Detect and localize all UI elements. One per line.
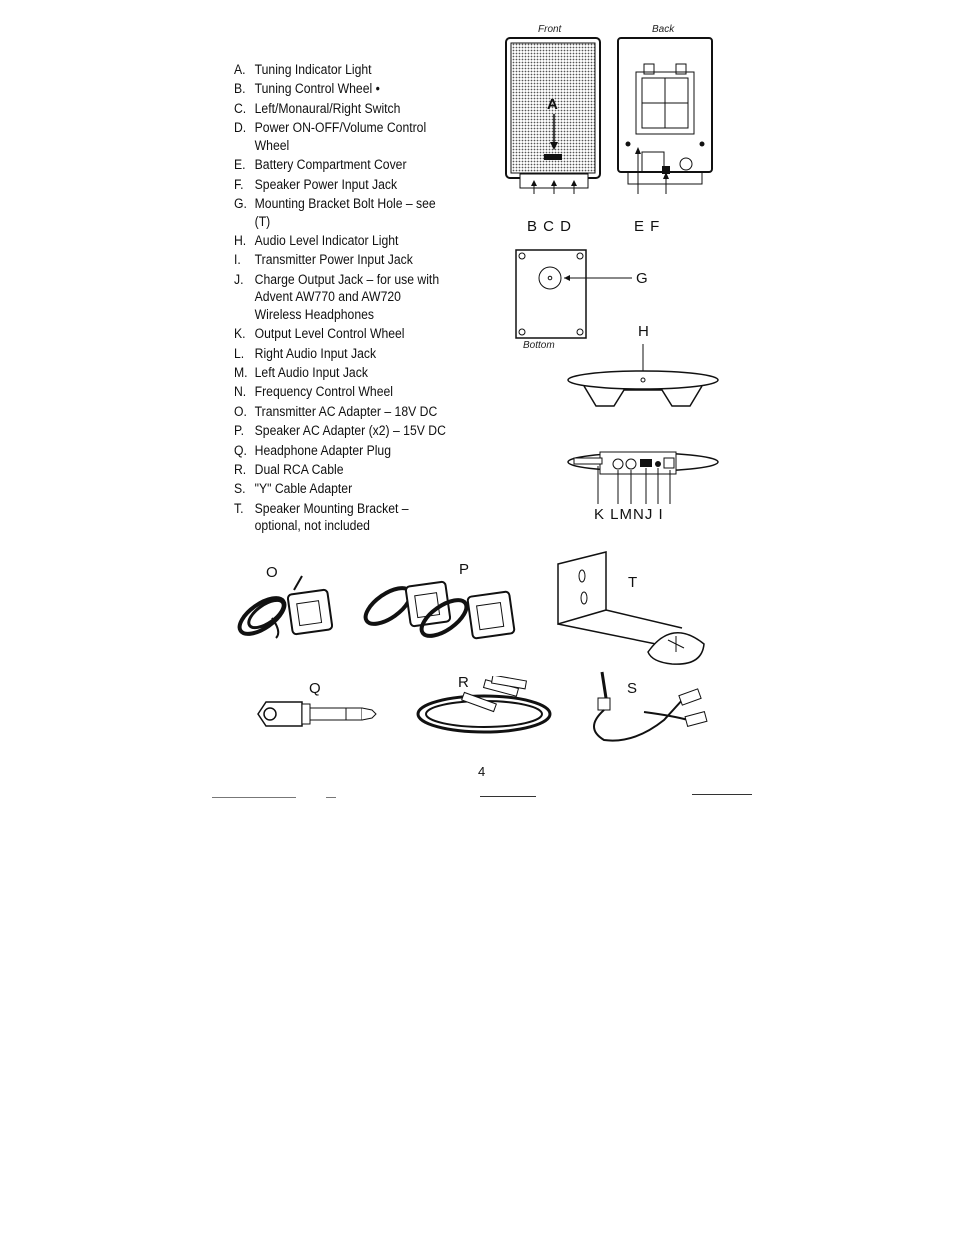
parts-list-item: K. Output Level Control Wheel: [234, 326, 449, 344]
back-caption: Back: [652, 24, 675, 35]
speaker-bottom-figure: [515, 249, 632, 339]
parts-list-item: Q. Headphone Adapter Plug: [234, 443, 449, 461]
part-letter: N.: [234, 384, 247, 401]
part-letter: Q.: [234, 442, 247, 459]
parts-list-item: S. "Y" Cable Adapter: [234, 481, 449, 499]
bottom-rule-right: [692, 794, 752, 795]
parts-list-item: C. Left/Monaural/Right Switch: [234, 101, 449, 119]
part-letter: G.: [234, 195, 247, 212]
part-letter: R.: [234, 462, 247, 479]
parts-list-item: D. Power ON-OFF/Volume Control Wheel: [234, 120, 449, 155]
part-letter: T.: [234, 500, 244, 517]
label-ef: E F: [634, 218, 661, 235]
label-klmnji: K LMNJ I: [594, 506, 664, 523]
part-letter: F.: [234, 176, 244, 193]
part-description: Battery Compartment Cover: [254, 157, 407, 174]
label-g: G: [636, 270, 649, 287]
part-description: Right Audio Input Jack: [254, 345, 377, 362]
part-description: Left Audio Input Jack: [254, 365, 368, 382]
part-letter: O.: [234, 403, 247, 420]
parts-list-item: H. Audio Level Indicator Light: [234, 233, 449, 251]
part-letter: H.: [234, 232, 247, 249]
part-description: Tuning Indicator Light: [254, 62, 372, 78]
mounting-bracket-figure: [557, 551, 705, 665]
parts-list-item: I. Transmitter Power Input Jack: [234, 252, 449, 270]
parts-list-item: T. Speaker Mounting Bracket – optional, n…: [234, 501, 449, 536]
part-letter: A.: [234, 62, 246, 78]
label-s: S: [627, 680, 639, 697]
transmitter-adapter-figure: [237, 575, 334, 639]
parts-list-item: L. Right Audio Input Jack: [234, 346, 449, 364]
parts-list-item: F. Speaker Power Input Jack: [234, 177, 449, 195]
part-description: Mounting Bracket Bolt Hole – see (T): [254, 195, 436, 230]
part-description: Transmitter AC Adapter – 18V DC: [254, 403, 438, 420]
part-letter: M.: [234, 365, 248, 382]
part-description: Audio Level Indicator Light: [254, 232, 399, 249]
parts-list-item: A. Tuning Indicator Light: [234, 62, 449, 80]
part-letter: P.: [234, 423, 244, 440]
headphone-adapter-figure: [257, 701, 377, 727]
parts-list-item: M. Left Audio Input Jack: [234, 365, 449, 383]
part-letter: I.: [234, 252, 241, 269]
part-description: Left/Monaural/Right Switch: [254, 100, 401, 117]
label-a: A: [547, 96, 559, 113]
part-description: Frequency Control Wheel: [254, 384, 393, 401]
part-description: Power ON-OFF/Volume Control Wheel: [254, 120, 427, 154]
part-description: Dual RCA Cable: [254, 462, 344, 479]
parts-list-item: P. Speaker AC Adapter (x2) – 15V DC: [234, 423, 449, 441]
label-t: T: [628, 574, 639, 591]
parts-list-item: O. Transmitter AC Adapter – 18V DC: [234, 404, 449, 422]
label-r: R: [458, 674, 470, 691]
transmitter-back-figure: [567, 451, 719, 504]
part-description: Speaker Mounting Bracket – optional, not…: [254, 500, 409, 535]
label-h: H: [638, 323, 650, 340]
bottom-rule-left: [212, 797, 296, 798]
part-letter: K.: [234, 326, 246, 343]
parts-list-item: E. Battery Compartment Cover: [234, 157, 449, 175]
label-q: Q: [309, 680, 322, 697]
speaker-back-figure: [617, 37, 713, 194]
part-description: Charge Output Jack – for use with Advent…: [254, 271, 440, 323]
parts-list-item: B. Tuning Control Wheel •: [234, 81, 449, 99]
parts-list-item: N. Frequency Control Wheel: [234, 384, 449, 402]
front-caption: Front: [538, 24, 562, 35]
part-description: Output Level Control Wheel: [254, 326, 405, 343]
part-description: Headphone Adapter Plug: [254, 442, 392, 459]
part-letter: B.: [234, 81, 246, 98]
transmitter-top-figure: [567, 344, 719, 407]
part-letter: C.: [234, 100, 247, 117]
part-letter: L.: [234, 345, 245, 362]
parts-list-item: R. Dual RCA Cable: [234, 462, 449, 480]
part-letter: E.: [234, 157, 246, 174]
parts-list-item: G. Mounting Bracket Bolt Hole – see (T): [234, 196, 449, 231]
parts-list-item: J. Charge Output Jack – for use with Adve…: [234, 272, 449, 325]
y-cable-adapter-figure: [593, 671, 708, 742]
label-p: P: [459, 561, 471, 578]
part-description: Tuning Control Wheel •: [254, 81, 380, 98]
part-description: Speaker AC Adapter (x2) – 15V DC: [254, 423, 446, 440]
part-letter: D.: [234, 120, 247, 137]
bottom-rule-center: [480, 796, 536, 797]
speaker-front-figure: [505, 37, 601, 194]
part-letter: S.: [234, 481, 246, 498]
part-description: Transmitter Power Input Jack: [254, 252, 413, 269]
part-description: "Y" Cable Adapter: [254, 481, 353, 498]
label-bcd: B C D: [527, 218, 573, 235]
bottom-caption: Bottom: [523, 340, 555, 351]
label-o: O: [266, 564, 279, 581]
part-letter: J.: [234, 271, 244, 288]
speaker-adapters-figure: [363, 580, 516, 640]
part-description: Speaker Power Input Jack: [254, 176, 398, 193]
page-number: 4: [478, 764, 486, 779]
bottom-rule-left-dash: [326, 797, 336, 798]
dual-rca-cable-figure: [416, 676, 552, 734]
